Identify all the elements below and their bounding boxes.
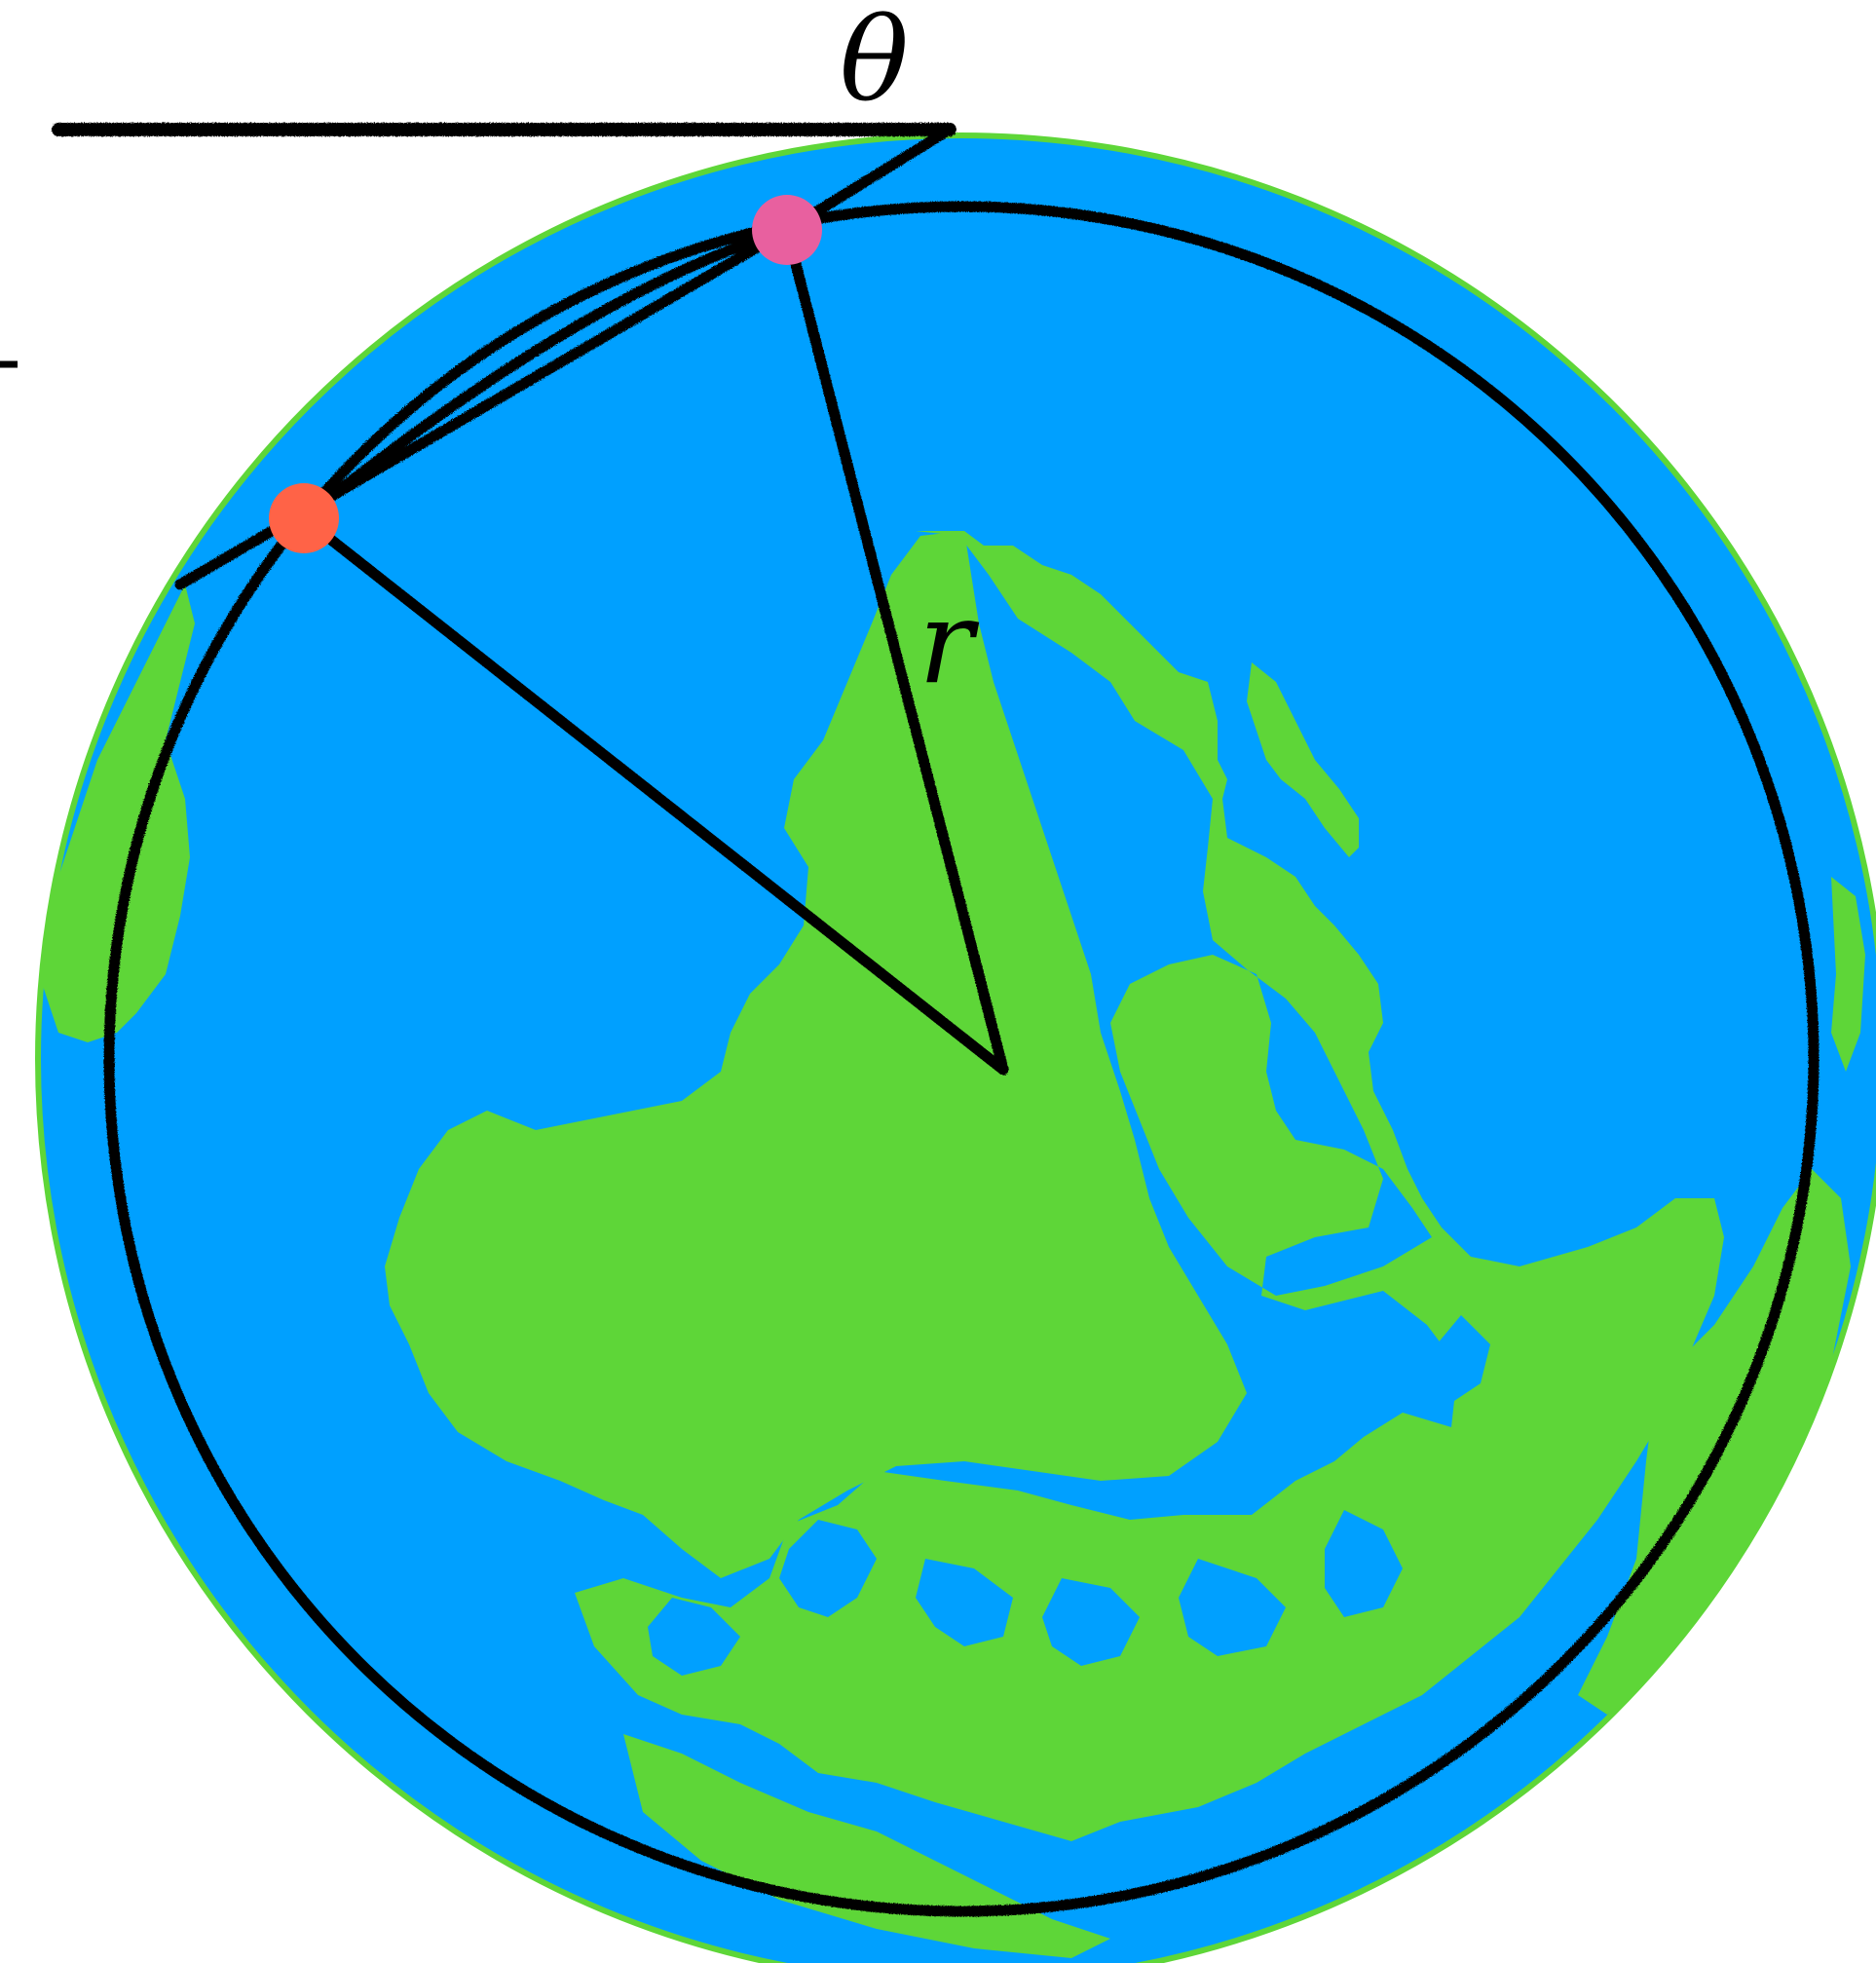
orbit-circle (103, 201, 1820, 1917)
southern-islands (623, 1734, 1110, 1958)
angle-label: θ (840, 0, 909, 127)
arc-chord (298, 224, 793, 524)
globe-rim (35, 132, 1876, 1963)
inland-sea (648, 1315, 1490, 1676)
globe-icon (35, 132, 1876, 1963)
point-left (269, 483, 339, 553)
east-island (1247, 662, 1359, 857)
radius-line-left (298, 512, 1009, 1076)
radius-line-top (781, 224, 1009, 1076)
landmasses (39, 531, 1865, 1958)
east-edge (1831, 877, 1865, 1072)
west-continent (385, 531, 1247, 1578)
radius-label: r (919, 575, 980, 709)
point-top (752, 195, 822, 265)
west-coast (39, 585, 195, 1042)
main-continent (575, 531, 1724, 1841)
